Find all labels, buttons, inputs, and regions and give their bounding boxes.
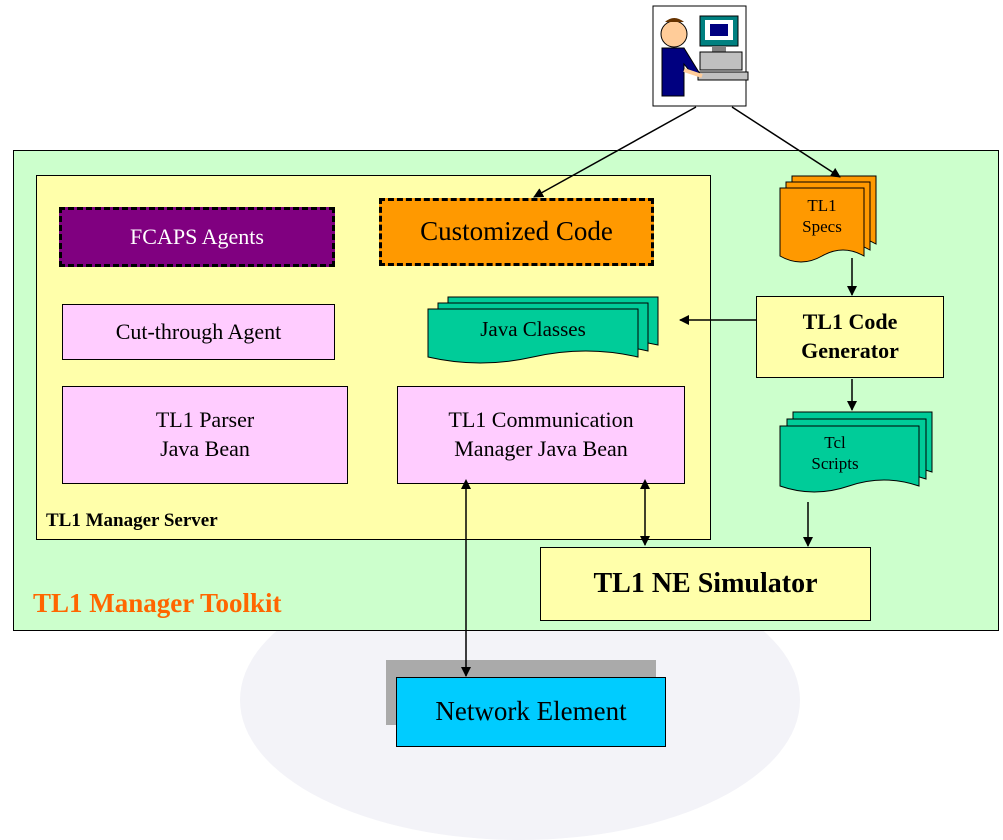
- tl1-code-generator-line1: TL1 Code: [802, 309, 898, 335]
- tl1-communication-manager-box: TL1 Communication Manager Java Bean: [397, 386, 685, 484]
- tl1-code-generator-box: TL1 Code Generator: [756, 296, 944, 378]
- tl1-ne-simulator-box: TL1 NE Simulator: [540, 547, 871, 621]
- tl1-specs-label: TL1 Specs: [780, 192, 864, 240]
- tl1-parser-box: TL1 Parser Java Bean: [62, 386, 348, 484]
- network-element-label: Network Element: [435, 696, 627, 727]
- tcl-scripts-doc-stack: [779, 411, 933, 493]
- server-label: TL1 Manager Server: [46, 510, 218, 531]
- tcl-scripts-line2: Scripts: [811, 454, 859, 473]
- cut-through-agent-label: Cut-through Agent: [115, 318, 282, 344]
- fcaps-agents-box: FCAPS Agents: [59, 207, 335, 267]
- user-at-computer-icon: [652, 5, 749, 107]
- tl1-specs-doc-stack: [779, 175, 877, 263]
- tl1-parser-line2: Java Bean: [160, 436, 250, 461]
- java-classes-doc-stack: [427, 296, 659, 364]
- tcl-scripts-line1: Tcl: [824, 432, 846, 452]
- network-element-box: Network Element: [396, 677, 666, 747]
- tl1-specs-line2: Specs: [802, 217, 842, 236]
- tl1-communication-line1: TL1 Communication: [448, 407, 634, 433]
- customized-code-box: Customized Code: [379, 198, 654, 266]
- tl1-ne-simulator-label: TL1 NE Simulator: [593, 567, 818, 599]
- tl1-code-generator-line2: Generator: [801, 338, 899, 363]
- tl1-parser-line1: TL1 Parser: [155, 407, 255, 433]
- fcaps-agents-label: FCAPS Agents: [130, 223, 264, 249]
- tl1-communication-line2: Manager Java Bean: [454, 436, 628, 461]
- customized-code-label: Customized Code: [420, 216, 613, 247]
- tcl-scripts-label: Tcl Scripts: [780, 430, 890, 476]
- toolkit-label: TL1 Manager Toolkit: [33, 588, 282, 618]
- diagram-graphics: [427, 5, 933, 677]
- cut-through-agent-box: Cut-through Agent: [62, 304, 335, 360]
- arrows: [461, 106, 857, 677]
- java-classes-label: Java Classes: [480, 316, 586, 341]
- tl1-specs-line1: TL1: [807, 195, 837, 215]
